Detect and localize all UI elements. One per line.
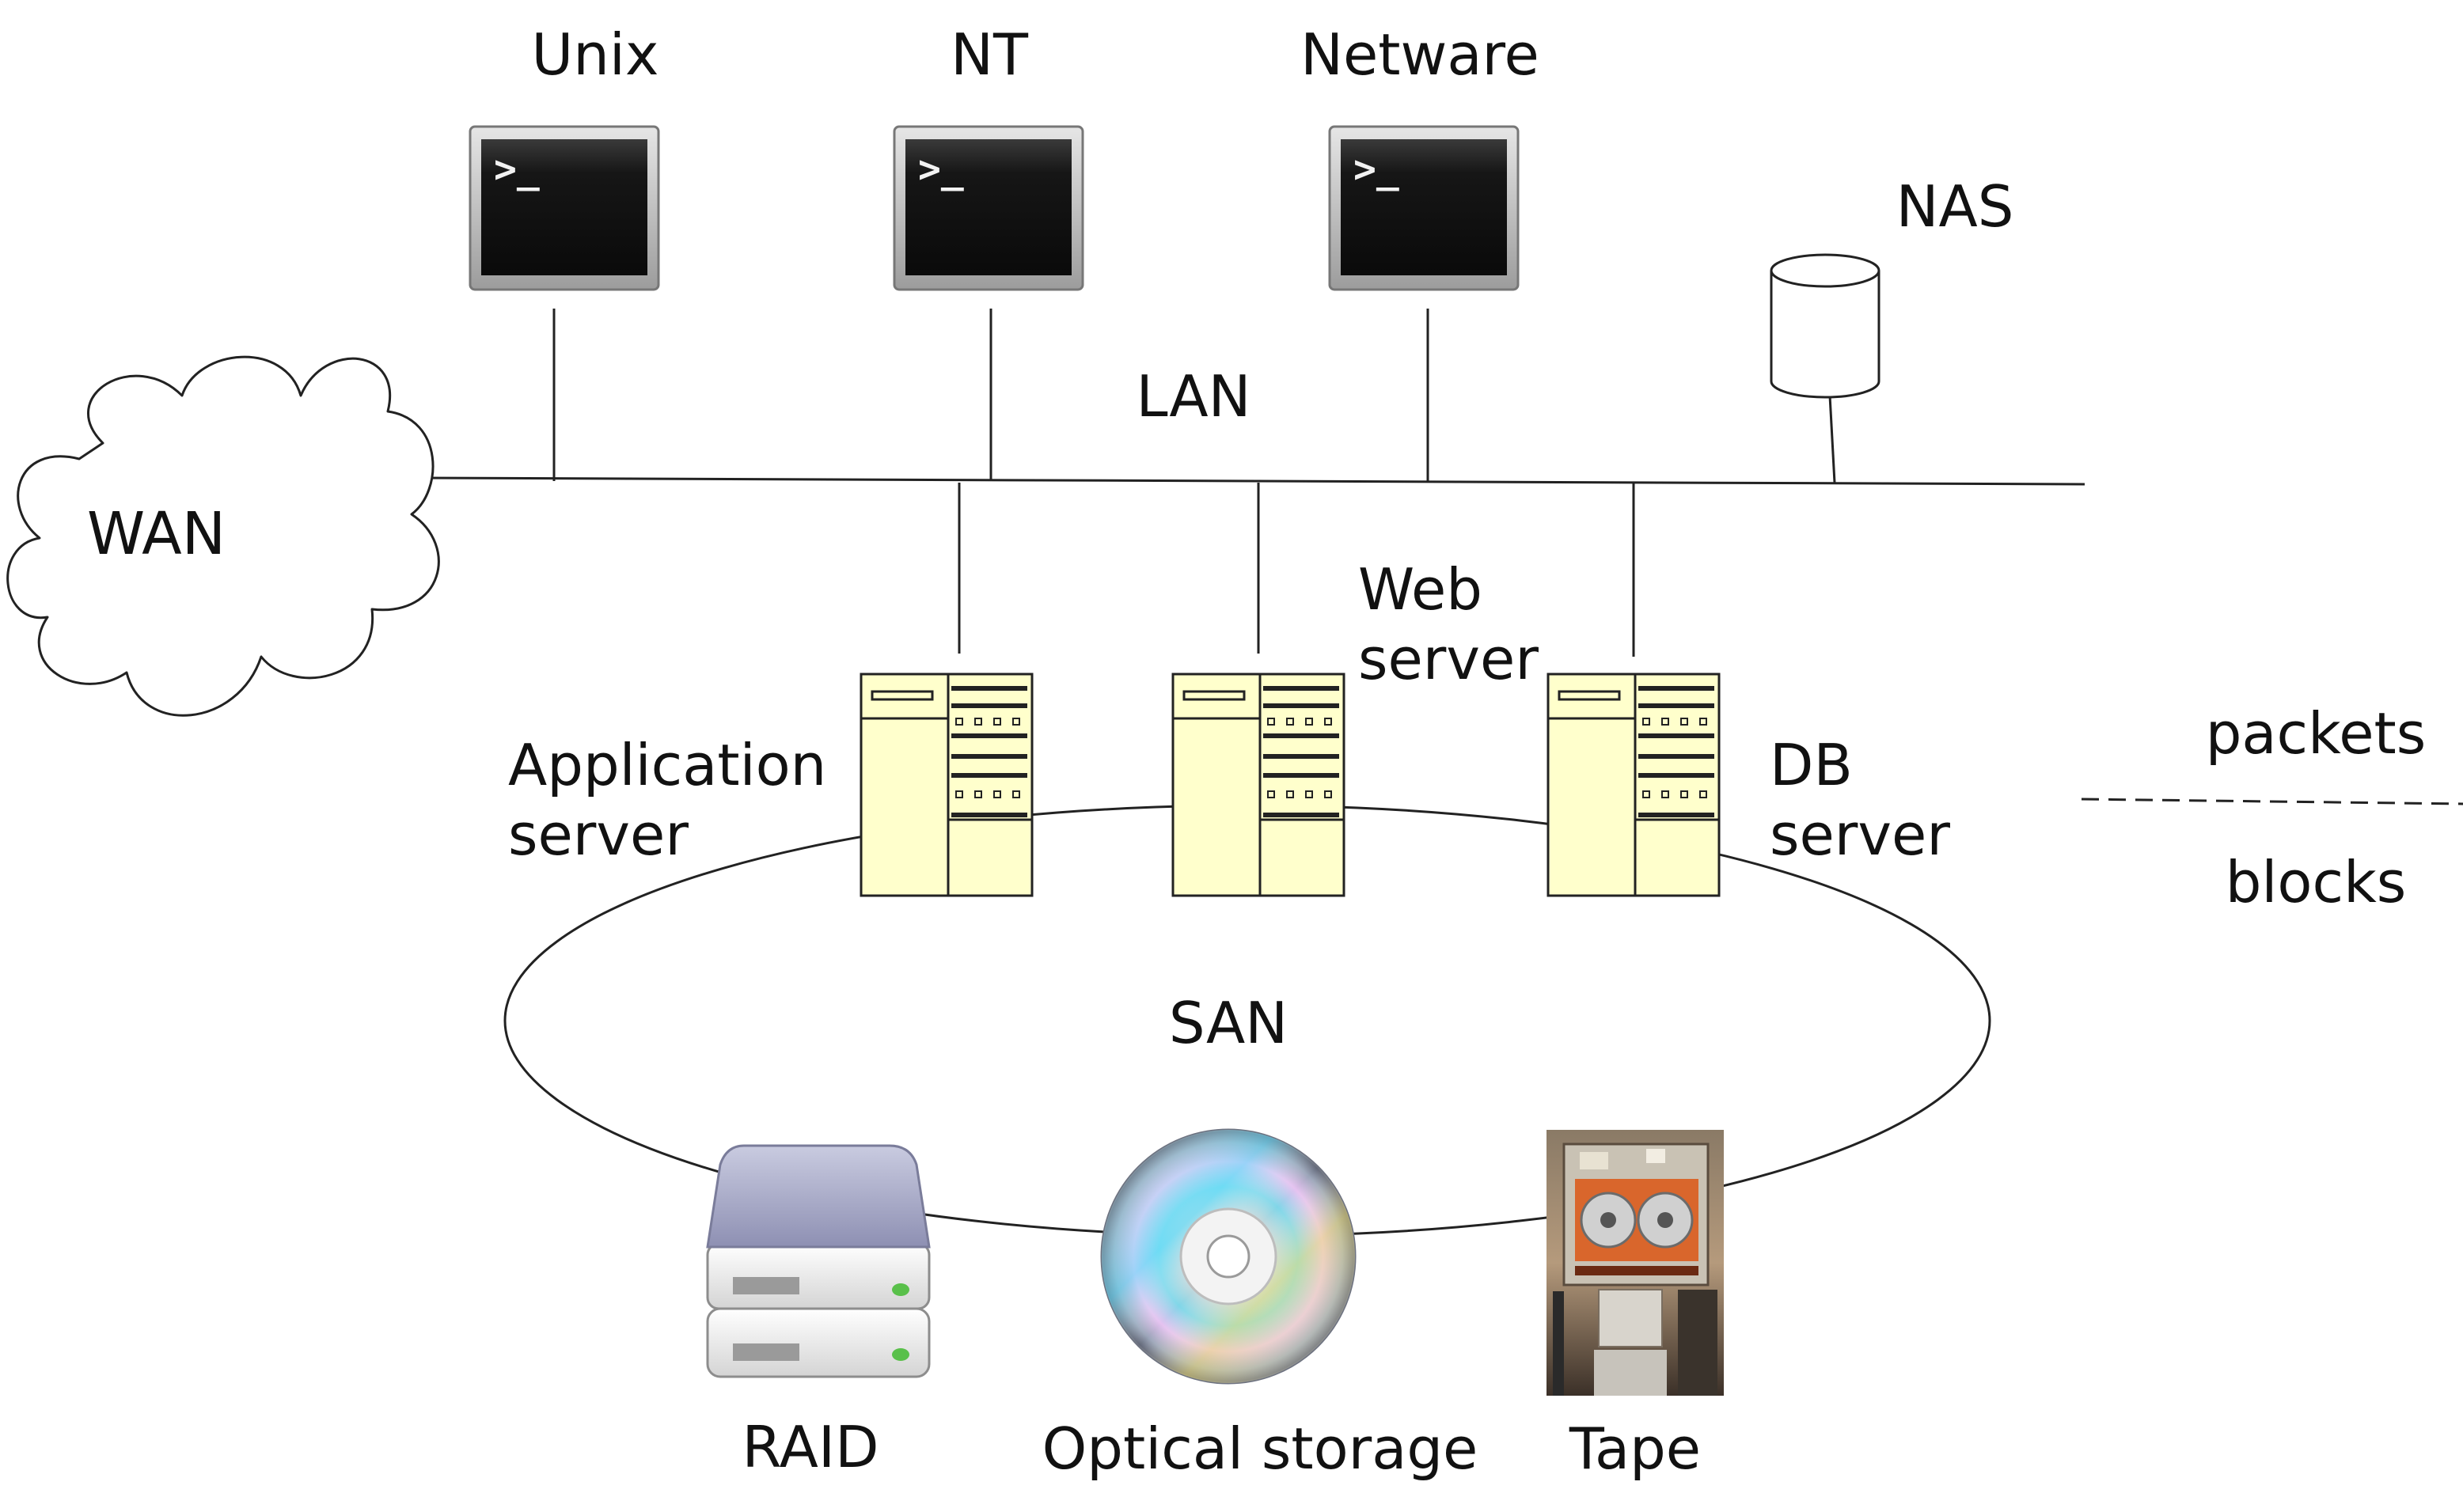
unix-label: Unix — [532, 21, 659, 88]
blocks-label: blocks — [2226, 849, 2407, 915]
server-tower-icon — [1173, 674, 1344, 896]
cd-disc-icon — [1100, 1128, 1357, 1385]
raid-label: RAID — [742, 1414, 879, 1480]
application-server-label-line2: server — [508, 801, 689, 868]
application-server — [861, 674, 1032, 896]
packets-blocks-divider — [2081, 798, 2463, 805]
optical-storage-label: Optical storage — [1042, 1415, 1478, 1482]
server-tower-icon — [1548, 674, 1719, 896]
cloud-icon — [6, 355, 440, 717]
application-server-label-line1: Application — [508, 732, 826, 798]
nt-label: NT — [951, 21, 1029, 88]
nas-label: NAS — [1896, 173, 2014, 240]
netware-terminal — [1328, 125, 1520, 291]
terminal-icon — [1328, 125, 1520, 291]
netware-label: Netware — [1300, 21, 1539, 88]
tape-drive-photo — [1546, 1130, 1724, 1396]
nt-terminal — [893, 125, 1084, 291]
web-server-label-line2: server — [1358, 626, 1539, 692]
cylinder-storage-icon — [1770, 253, 1880, 399]
hard-drive-stack-icon — [706, 1144, 931, 1378]
db-server-label-line2: server — [1770, 801, 1950, 868]
tape-label: Tape — [1569, 1415, 1701, 1482]
san-label: SAN — [1169, 990, 1288, 1056]
db-server-label-line1: DB — [1770, 732, 1853, 798]
lan-label: LAN — [1137, 363, 1251, 430]
unix-terminal — [469, 125, 660, 291]
db-server — [1548, 674, 1719, 896]
terminal-icon — [469, 125, 660, 291]
nas-drop — [1828, 395, 1836, 483]
web-server — [1173, 674, 1344, 896]
lan-network — [416, 309, 2085, 657]
lan-backbone — [416, 476, 2085, 486]
packets-label: packets — [2206, 700, 2427, 767]
terminal-icon — [893, 125, 1084, 291]
server-tower-icon — [861, 674, 1032, 896]
wan-label: WAN — [87, 500, 226, 568]
web-server-label-line1: Web — [1358, 556, 1482, 623]
